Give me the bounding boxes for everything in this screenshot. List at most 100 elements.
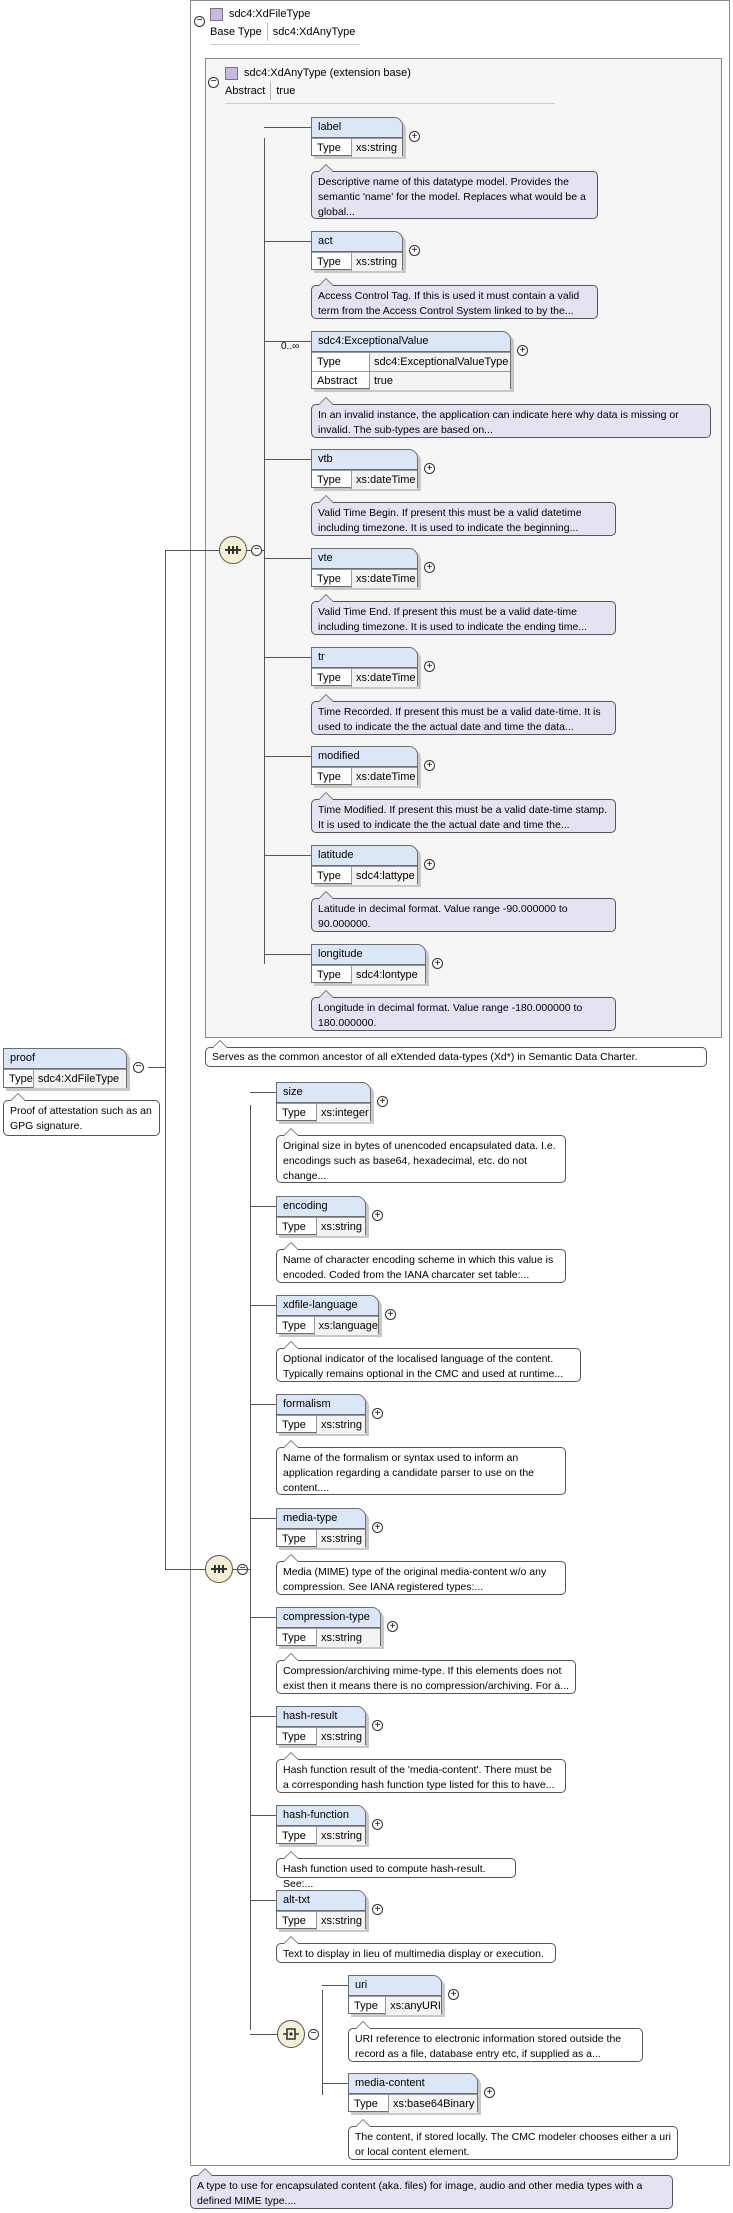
doc-compression-type: Compression/archiving mime-type. If this… [276, 1653, 576, 1694]
complex-type-icon [225, 66, 238, 80]
sequence-icon[interactable] [219, 536, 247, 564]
expand-plus-icon[interactable]: + [448, 1989, 459, 2000]
element-name: vte [312, 549, 417, 569]
expand-plus-icon[interactable]: + [409, 245, 420, 256]
expand-plus-icon[interactable]: + [385, 1309, 396, 1320]
base-type-value: sdc4:XdAnyType [272, 26, 356, 38]
element-name: compression-type [277, 1608, 380, 1628]
type-value: xs:language [314, 1317, 378, 1335]
type-value: sdc4:lontype [352, 966, 425, 984]
element-name: modified [312, 747, 417, 767]
element-name: sdc4:ExceptionalValue [312, 332, 510, 352]
collapse-minus-icon[interactable]: − [308, 2029, 319, 2040]
type-value: xs:dateTime [352, 669, 417, 687]
doc-xdanytype: Serves as the common ancestor of all eXt… [205, 1040, 707, 1067]
doc-media-content: The content, if stored locally. The CMC … [348, 2119, 678, 2160]
element-name: media-content [349, 2074, 477, 2094]
expand-plus-icon[interactable]: + [372, 1904, 383, 1915]
doc-vte: Valid Time End. If present this must be … [311, 594, 616, 635]
base-type-key: Base Type [210, 23, 268, 41]
abstract-key: Abstract [312, 372, 370, 390]
xdfiletype-header: sdc4:XdFileType Base Type sdc4:XdAnyType [210, 5, 360, 45]
expand-plus-icon[interactable]: + [432, 958, 443, 969]
collapse-minus-icon[interactable]: − [208, 77, 219, 88]
expand-plus-icon[interactable]: + [372, 1819, 383, 1830]
type-key: Type [277, 1416, 317, 1434]
xdanytype-header: sdc4:XdAnyType (extension base) Abstract… [225, 64, 555, 104]
type-key: Type [312, 966, 352, 984]
expand-plus-icon[interactable]: + [484, 2087, 495, 2098]
doc-uri: URI reference to electronic information … [348, 2021, 643, 2062]
complex-type-icon [210, 7, 223, 21]
doc-modified: Time Modified. If present this must be a… [311, 792, 616, 833]
expand-plus-icon[interactable]: + [517, 345, 528, 356]
type-key: Type [277, 1728, 317, 1746]
type-value: xs:string [317, 1530, 365, 1548]
expand-plus-icon[interactable]: + [372, 1210, 383, 1221]
doc-encoding: Name of character encoding scheme in whi… [276, 1242, 566, 1283]
collapse-minus-icon[interactable]: − [133, 1062, 144, 1073]
type-value: xs:dateTime [352, 471, 417, 489]
expand-plus-icon[interactable]: + [372, 1408, 383, 1419]
expand-plus-icon[interactable]: + [424, 859, 435, 870]
element-name: vtb [312, 450, 417, 470]
xdanytype-title: sdc4:XdAnyType (extension base) [244, 67, 411, 79]
xdfiletype-title: sdc4:XdFileType [229, 8, 311, 20]
element-name: xdfile-language [277, 1296, 378, 1316]
element-name: hash-result [277, 1707, 365, 1727]
doc-alt-txt: Text to display in lieu of multimedia di… [276, 1936, 556, 1963]
expand-plus-icon[interactable]: + [387, 1621, 398, 1632]
type-key: Type [4, 1070, 34, 1088]
expand-plus-icon[interactable]: + [424, 760, 435, 771]
doc-xdfile-language: Optional indicator of the localised lang… [276, 1341, 581, 1382]
collapse-minus-icon[interactable]: − [194, 16, 205, 27]
type-key: Type [277, 1629, 317, 1647]
element-name: latitude [312, 846, 417, 866]
type-key: Type [277, 1530, 317, 1548]
type-value: xs:string [317, 1218, 365, 1236]
expand-plus-icon[interactable]: + [424, 562, 435, 573]
type-value: xs:base64Binary [389, 2095, 477, 2113]
type-value: xs:dateTime [352, 768, 417, 786]
type-value: sdc4:lattype [352, 867, 417, 885]
collapse-minus-icon[interactable]: − [251, 545, 262, 556]
expand-plus-icon[interactable]: + [424, 463, 435, 474]
element-name: alt-txt [277, 1891, 365, 1911]
choice-icon[interactable] [277, 2020, 305, 2048]
type-key: Type [277, 1827, 317, 1845]
expand-plus-icon[interactable]: + [409, 131, 420, 142]
doc-vtb: Valid Time Begin. If present this must b… [311, 495, 616, 536]
element-name: media-type [277, 1509, 365, 1529]
type-key: Type [312, 253, 352, 271]
expand-plus-icon[interactable]: + [372, 1720, 383, 1731]
doc-latitude: Latitude in decimal format. Value range … [311, 891, 616, 932]
type-key: Type [312, 471, 352, 489]
type-key: Type [277, 1218, 317, 1236]
expand-plus-icon[interactable]: + [377, 1096, 388, 1107]
type-value: xs:string [352, 139, 402, 157]
expand-plus-icon[interactable]: + [424, 661, 435, 672]
expand-plus-icon[interactable]: + [372, 1522, 383, 1533]
sequence-icon[interactable] [205, 1555, 233, 1583]
